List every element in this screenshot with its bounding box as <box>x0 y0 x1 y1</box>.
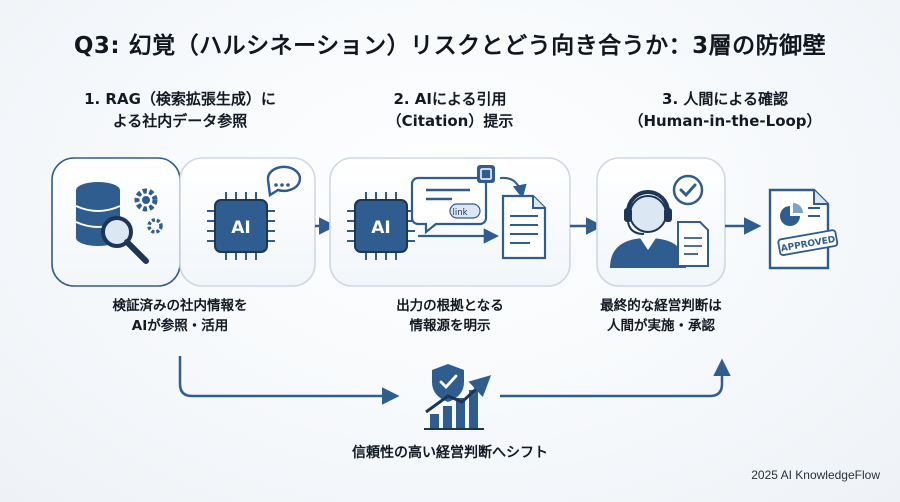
footer-credit: 2025 AI KnowledgeFlow <box>751 468 880 482</box>
stage-1-title-line-1: 1. RAG（検索拡張生成）に <box>84 90 276 108</box>
stage-1-ai-chip-label: AI <box>231 218 250 238</box>
page-title: Q3: 幻覚（ハルシネーション）リスクとどう向き合うか：3層の防御壁 <box>73 33 827 59</box>
chat-bubble-icon <box>266 165 302 198</box>
stage-3-desc-line-1: 最終的な経営判断は <box>600 298 722 314</box>
stage-2-desc-line-1: 出力の根拠となる <box>396 298 504 314</box>
stage-2-title-line-1: 2. AIによる引用 <box>393 90 507 108</box>
bottom-label: 信頼性の高い経営判断へシフト <box>352 445 548 461</box>
magnifier-icon <box>101 216 149 264</box>
stage-2-title-line-2: （Citation）提示 <box>386 112 514 130</box>
approved-document-icon: APPROVED <box>768 188 839 270</box>
stage-1-desc-line-1: 検証済みの社内情報を <box>112 298 248 314</box>
stage-1-ai-chip-icon: AI <box>207 192 275 260</box>
operator-person-icon <box>610 190 686 268</box>
bottom-arrow-right <box>500 358 731 398</box>
bottom-arrow-left <box>178 356 400 405</box>
citation-arrow <box>499 176 527 199</box>
link-label: link <box>452 208 467 218</box>
check-bubble-icon <box>672 174 704 206</box>
stage-1-desc: 検証済みの社内情報を AIが参照・活用 <box>60 296 300 336</box>
stage-3-title: 3. 人間による確認 （Human-in-the-Loop） <box>605 88 845 132</box>
stage-3-title-line-2: （Human-in-the-Loop） <box>628 112 822 130</box>
citation-bubble-icon: link <box>410 165 495 235</box>
document-icon <box>501 194 547 260</box>
stage-1-title-line-2: よる社内データ参照 <box>112 112 248 130</box>
growth-shield-icon <box>424 364 492 430</box>
stage-1-title: 1. RAG（検索拡張生成）に よる社内データ参照 <box>60 88 300 132</box>
stage-2-desc: 出力の根拠となる 情報源を明示 <box>330 296 570 336</box>
stage-3-desc-line-2: 人間が実施・承認 <box>607 318 715 334</box>
stage-1-desc-line-2: AIが参照・活用 <box>131 318 229 334</box>
stage-2-desc-line-2: 情報源を明示 <box>409 318 491 334</box>
stage-3-desc: 最終的な経営判断は 人間が実施・承認 <box>541 296 781 336</box>
stage-2-ai-chip-icon: AI <box>347 192 415 260</box>
stage-3-title-line-1: 3. 人間による確認 <box>662 90 788 108</box>
gear-icon <box>134 188 163 234</box>
stage-3-document-icon <box>677 221 709 267</box>
stage-2-title: 2. AIによる引用 （Citation）提示 <box>330 88 570 132</box>
stage-2-ai-chip-label: AI <box>371 218 390 238</box>
